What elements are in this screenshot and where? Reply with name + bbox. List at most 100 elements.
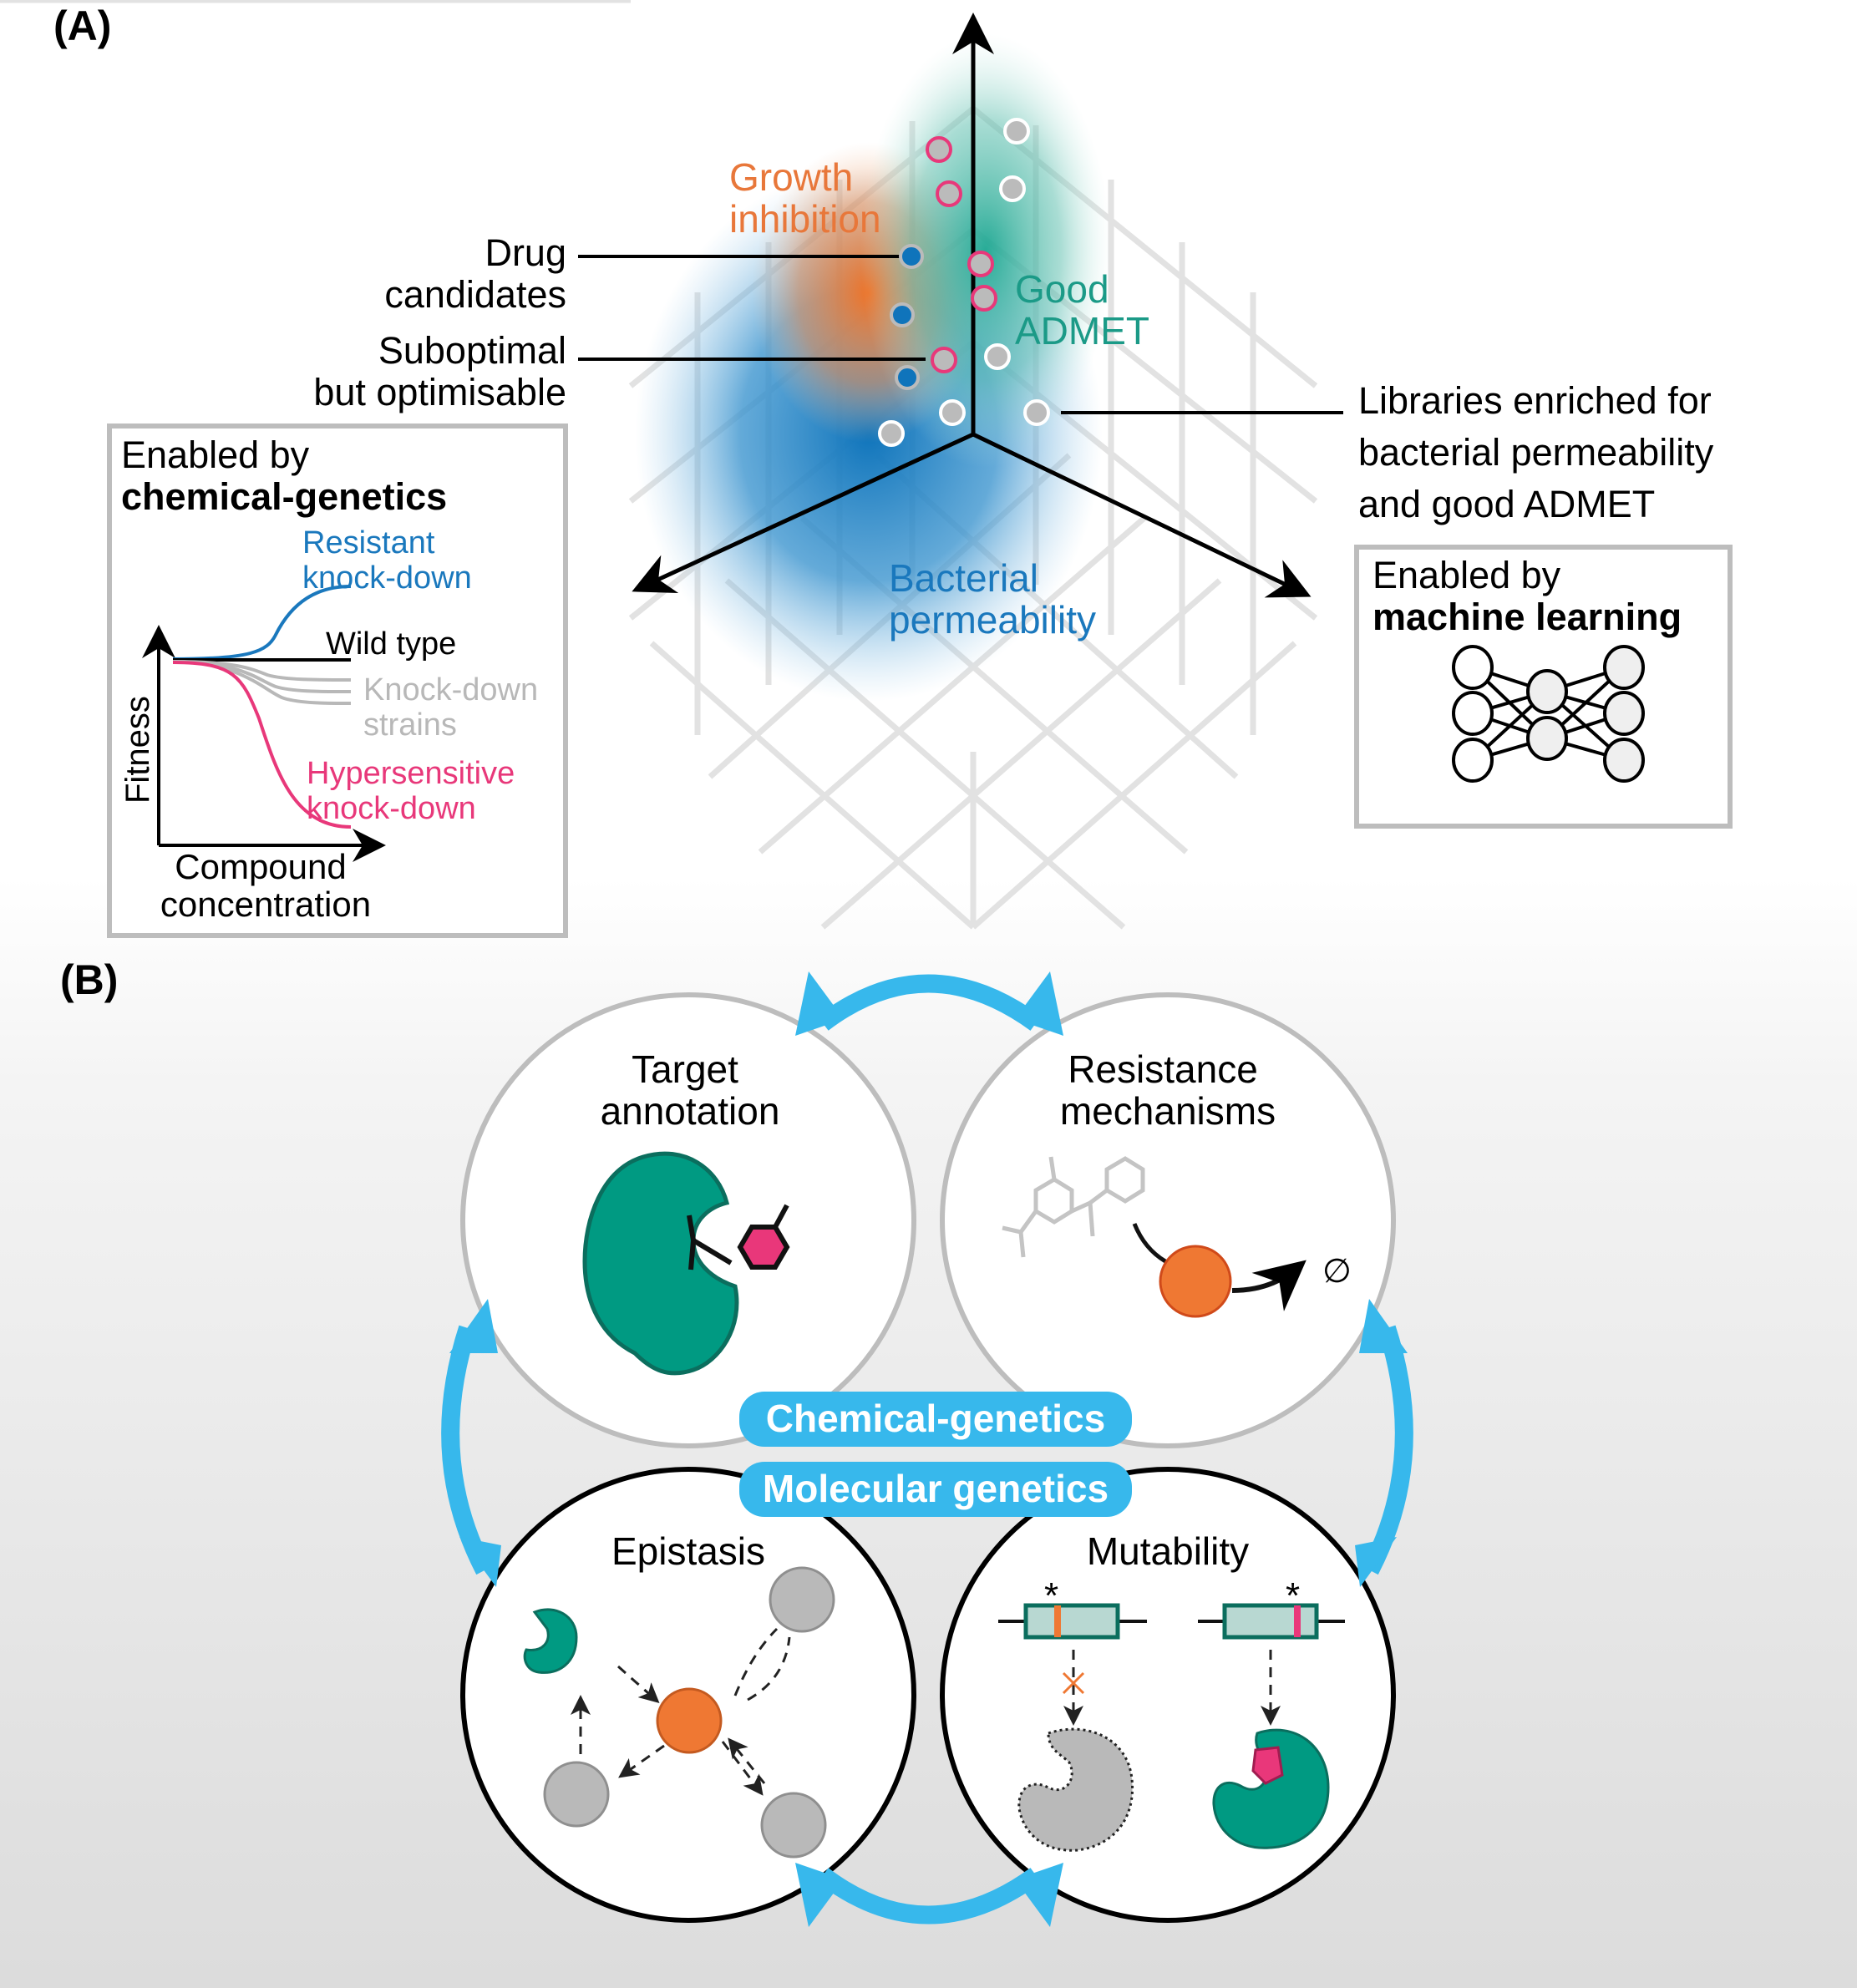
resistant-label-1: Resistant [302, 525, 435, 560]
mutability-title: Mutability [1087, 1529, 1249, 1573]
drug-candidate-dot [895, 365, 920, 390]
gene-box-icon [1023, 1603, 1120, 1640]
chemgen-title-2: chemical-genetics [121, 475, 447, 518]
chemgen-title-1: Enabled by [121, 434, 310, 476]
ml-title-2: machine learning [1372, 596, 1682, 638]
library-dot [999, 175, 1026, 202]
drug-candidate-dot [899, 244, 924, 269]
mutation-site-pink [1294, 1605, 1301, 1637]
libraries-label-3: and good ADMET [1358, 483, 1655, 525]
drug-candidate-dot [890, 302, 915, 327]
ligand-hexagon-icon [737, 1225, 790, 1270]
arrowhead [795, 971, 844, 1036]
mutation-site-orange [1054, 1605, 1061, 1637]
library-dot [878, 420, 905, 447]
grey-protein-icon [769, 1566, 835, 1633]
mutation-marker: * [1044, 1575, 1058, 1616]
permeability-label-2: permeability [889, 598, 1096, 642]
knockdown-curve [172, 660, 352, 693]
misfolded-protein-icon [1017, 1727, 1134, 1852]
orange-protein-icon [656, 1687, 723, 1754]
top-double-arrow [817, 974, 1042, 1031]
permeability-label-1: Bacterial [889, 556, 1038, 600]
good-admet-region [860, 33, 1111, 468]
neural-network-icon [1452, 645, 1645, 783]
axes-3d [632, 13, 1312, 598]
orange-enzyme-icon [1159, 1245, 1232, 1318]
resistance-title-1: Resistance [1068, 1047, 1258, 1091]
suboptimal-label-2: but optimisable [313, 371, 566, 413]
grey-protein-icon [543, 1761, 610, 1828]
axis-left-arrow [632, 432, 975, 594]
teal-protein-icon [582, 1151, 739, 1376]
arrowhead [1015, 971, 1063, 1036]
mutability-illustration: * * [998, 1575, 1345, 1852]
hypersensitive-label-2: knock-down [307, 791, 476, 826]
drug-candidates-label-1: Drug [485, 231, 566, 274]
blocked-x-icon [1062, 1671, 1085, 1695]
epistasis-title: Epistasis [611, 1529, 765, 1573]
arrowhead [1355, 1537, 1397, 1587]
growth-label-2: inhibition [729, 197, 881, 241]
degradation-arrow [1231, 1260, 1306, 1311]
compound-dots [878, 118, 1050, 447]
mutation-marker: * [1286, 1575, 1300, 1616]
drug-candidates-label-2: candidates [384, 273, 566, 316]
library-dot [939, 399, 966, 426]
axis-right-arrow [972, 432, 1312, 598]
binding-site-icon [1251, 1746, 1284, 1785]
optimisable-dot [931, 347, 957, 373]
panel-b-label: (B) [60, 956, 118, 1003]
knockdown-label-1: Knock-down [363, 672, 538, 707]
hypersensitive-curve [172, 661, 352, 829]
null-symbol: ∅ [1322, 1253, 1352, 1290]
resistance-illustration: ∅ [1002, 1156, 1352, 1318]
ml-title-1: Enabled by [1372, 554, 1561, 596]
machine-learning-box: Enabled by machine learning [1354, 545, 1733, 829]
library-dot [1003, 118, 1030, 145]
optimisable-dot [971, 285, 997, 312]
x-axis-label-2: concentration [160, 885, 371, 924]
grey-protein-icon [760, 1792, 827, 1859]
library-dot [1023, 399, 1050, 426]
left-double-arrow [441, 1325, 493, 1575]
resistance-mechanisms-circle [940, 992, 1396, 1448]
panel-a-label: (A) [53, 3, 111, 49]
growth-label-1: Growth [729, 155, 853, 199]
optimisable-dot [967, 251, 994, 277]
molecular-genetics-pill-label: Molecular genetics [763, 1467, 1109, 1510]
arrowhead [459, 1537, 501, 1587]
chemical-genetics-box: Enabled by chemical-genetics Resistant kn… [107, 423, 568, 938]
gene-box-icon [1222, 1603, 1319, 1640]
molecular-genetics-pill [739, 1462, 1132, 1517]
hypersensitive-label-1: Hypersensitive [307, 756, 515, 791]
target-title-1: Target [632, 1047, 738, 1091]
library-dot [984, 343, 1011, 370]
admet-label-2: ADMET [1015, 309, 1149, 352]
optimisable-dot [926, 136, 952, 163]
arrowhead [1015, 1863, 1063, 1927]
resistance-title-2: mechanisms [1060, 1089, 1276, 1133]
epistasis-illustration [523, 1566, 835, 1859]
libraries-label-2: bacterial permeability [1358, 431, 1714, 474]
right-double-arrow [1362, 1325, 1413, 1575]
wild-type-label: Wild type [326, 626, 456, 662]
chemical-genetics-pill [739, 1392, 1132, 1447]
teal-protein-icon [523, 1608, 578, 1674]
arrowhead [1359, 1299, 1408, 1353]
admet-label-1: Good [1015, 267, 1109, 311]
chemical-genetics-pill-label: Chemical-genetics [766, 1397, 1105, 1440]
libraries-label-1: Libraries enriched for [1358, 379, 1712, 422]
suboptimal-label-1: Suboptimal [378, 329, 566, 372]
bottom-double-arrow [817, 1868, 1042, 1925]
